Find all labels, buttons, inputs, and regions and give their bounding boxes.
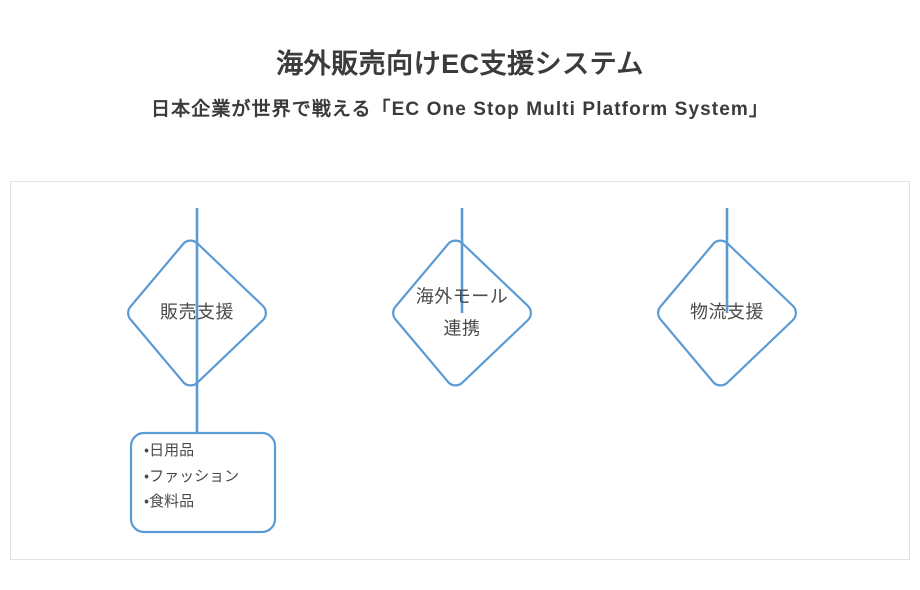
page-title: 海外販売向けEC支援システム	[276, 49, 644, 79]
page-subtitle: 日本企業が世界で戦える「EC One Stop Multi Platform S…	[151, 98, 769, 120]
list-item: ・食料品	[144, 493, 195, 510]
diamond-label-logistics-support: 物流支援	[690, 302, 764, 323]
diamond-label-overseas-mall: 海外モール 連携	[415, 286, 509, 339]
list-item: ・ファッション	[144, 467, 240, 485]
list-item: ・日用品	[144, 442, 195, 459]
page-header: 海外販売向けEC支援システム 日本企業が世界で戦える「EC One Stop M…	[0, 0, 920, 122]
diamond-label-sales-support: 販売支援	[160, 302, 234, 323]
product-category-list: ・日用品 ・ファッション ・食料品	[144, 442, 270, 511]
